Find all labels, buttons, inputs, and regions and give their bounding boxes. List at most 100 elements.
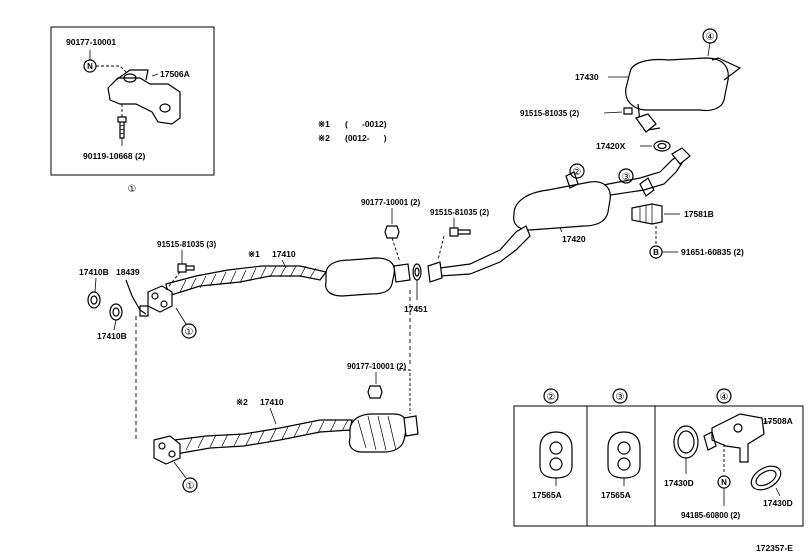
detail-panel-4: ④ 17430D 17508A N 94185-60800 (2) 17430D xyxy=(664,388,793,520)
label-17430: 17430 xyxy=(575,72,599,82)
hanger-17565a-a xyxy=(539,431,573,479)
nut-mid xyxy=(384,225,400,239)
detail-frame xyxy=(513,405,804,527)
label-17565a-b: 17565A xyxy=(601,490,631,500)
note1-range: ( -0012) xyxy=(345,119,387,129)
label-18439: 18439 xyxy=(116,267,140,277)
center-muffler-body xyxy=(513,181,611,231)
front-pipe-2-tubes xyxy=(173,419,353,455)
detail-panel-3: ③ 17565A xyxy=(601,388,641,500)
panel2-callout-circle xyxy=(543,388,559,404)
label-17508a: 17508A xyxy=(763,416,793,426)
front-pipe-1-outlet xyxy=(393,263,411,283)
label-90177-10001-mid: 90177-10001 (2) xyxy=(361,198,420,207)
tail-muffler-body xyxy=(625,57,729,112)
lead-17420 xyxy=(559,227,563,233)
front-converter-2 xyxy=(348,413,408,453)
nut-lower-dash xyxy=(398,369,411,414)
lead-17410-1 xyxy=(281,259,287,269)
lead-17430d-right xyxy=(775,487,781,497)
bracket-17508a-hole xyxy=(733,423,743,433)
label-90177-10001: 90177-10001 xyxy=(66,37,116,47)
gasket-17420x-inner xyxy=(657,142,667,150)
bolt-front-shank xyxy=(186,265,195,271)
callout-1-lower-circle xyxy=(182,477,198,493)
label-17581b: 17581B xyxy=(684,209,714,219)
inset-frame xyxy=(50,26,215,176)
inset-detail-box: N 90177-10001 17506A 90119-10668 (2) ① xyxy=(50,26,215,195)
panel3-callout-circle xyxy=(612,388,628,404)
callout-4: ④ xyxy=(706,32,715,43)
hanger-bracket-2 xyxy=(565,171,579,189)
gasket-17430d-right-inner xyxy=(755,469,777,487)
sensor-body xyxy=(139,305,149,317)
gasket-17451 xyxy=(412,263,422,281)
panel3-callout: ③ xyxy=(616,392,625,403)
front-pipe-2-mark: ※2 xyxy=(236,397,248,407)
label-91515-81035-front: 91515-81035 (3) xyxy=(157,240,216,249)
panel2-callout: ② xyxy=(547,392,556,403)
bracket-ear xyxy=(115,69,149,81)
flange2-hole-2 xyxy=(168,450,176,458)
callout-3-circle xyxy=(618,168,634,184)
front-pipe-2-flange xyxy=(153,435,181,465)
label-91651-60835: 91651-60835 (2) xyxy=(681,247,744,257)
bracket-hole-2 xyxy=(159,103,171,113)
label-17410b-1: 17410B xyxy=(79,267,109,277)
label-17410b-2: 17410B xyxy=(97,331,127,341)
callout-1-upper: ① xyxy=(185,327,194,338)
label-17451: 17451 xyxy=(404,304,428,314)
spring-coils xyxy=(639,204,653,224)
center-pipe-flange xyxy=(671,147,691,165)
bracket-17506a xyxy=(107,77,181,125)
label-91515-81035-mid: 91515-81035 (2) xyxy=(430,208,489,217)
hanger-b-hole-top xyxy=(617,441,631,455)
lead-17410b-2 xyxy=(113,319,117,331)
inset-callout-1: ① xyxy=(128,184,137,195)
callout-3: ③ xyxy=(622,172,631,183)
callout-1-upper-circle xyxy=(181,323,197,339)
bolt-mid-dash xyxy=(437,235,445,261)
sensor-wire xyxy=(125,279,147,315)
nut-lower xyxy=(367,385,383,399)
hanger-17565a-b xyxy=(607,431,641,479)
bolt-head xyxy=(117,116,127,123)
label-90177-10001-lower: 90177-10001 (2) xyxy=(347,362,406,371)
spring-17581b xyxy=(631,203,663,225)
label-91515-81035-tail: 91515-81035 (2) xyxy=(520,109,579,118)
callout-1-lower: ① xyxy=(186,481,195,492)
converter-2-hatching xyxy=(357,415,397,451)
flange-hole-1 xyxy=(151,292,159,300)
bolt-front-dash xyxy=(165,271,181,291)
center-pipe-assembly: 17420 ② ③ 17581B B 91651-60835 (2) xyxy=(427,147,744,283)
front-converter-1 xyxy=(325,257,395,297)
bracket-hole xyxy=(123,73,137,83)
note2-range: (0012- ) xyxy=(345,133,387,143)
gasket-17430d-left-inner xyxy=(677,430,695,454)
tail-muffler-assembly: 17430 ④ 91515-81035 (2) 17420X xyxy=(520,28,742,152)
lead-17410-2 xyxy=(269,407,277,425)
front-pipe-2-hatching xyxy=(185,419,349,451)
tail-muffler-outlet xyxy=(711,57,742,81)
bracket-17508a-tab xyxy=(703,431,717,451)
callout-1-upper-lead xyxy=(175,307,187,325)
bracket-lead xyxy=(151,73,159,77)
label-17410-2: 17410 xyxy=(260,397,284,407)
label-17430d-left: 17430D xyxy=(664,478,694,488)
panel4-callout: ④ xyxy=(720,392,729,403)
gasket-17420x xyxy=(653,140,671,152)
applicability-notes: ※1 ( -0012) ※2 (0012- ) xyxy=(318,119,387,143)
label-17565a-a: 17565A xyxy=(532,490,562,500)
hanger-a-hole-bottom xyxy=(549,457,563,471)
bolt-front-head xyxy=(177,263,187,273)
bracket-17508a xyxy=(711,413,765,463)
panel4-n-mark: N xyxy=(721,478,727,487)
detail-box: ② 17565A ③ 17565A ④ 17430D xyxy=(513,388,804,527)
center-pipe-tube-front xyxy=(439,225,531,277)
gasket-17430d-right xyxy=(750,465,782,491)
callout-2-circle xyxy=(569,163,585,179)
callout-4-lead xyxy=(707,42,711,57)
note2-mark: ※2 xyxy=(318,133,330,143)
nut-dash-lead xyxy=(96,65,129,75)
